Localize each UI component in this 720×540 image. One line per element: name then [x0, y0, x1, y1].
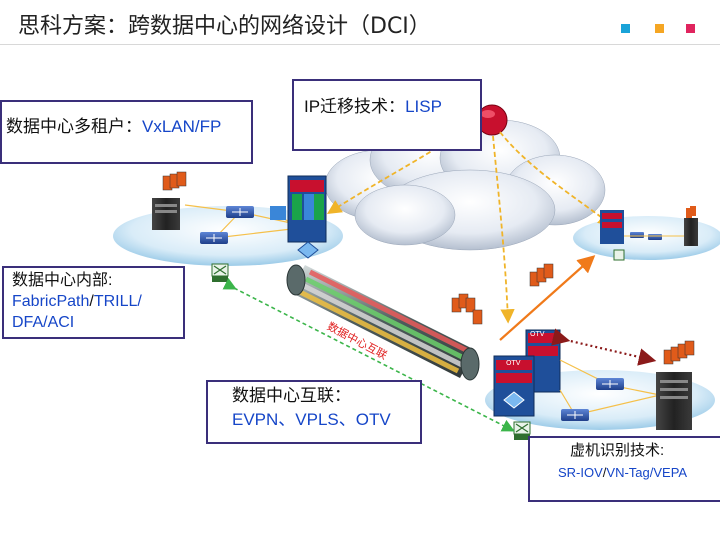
callout-multitenant: 数据中心多租户：VxLAN/FP [0, 100, 253, 164]
callout-inter-dc: 数据中心互联： EVPN、VPLS、OTV [206, 380, 422, 444]
callout-vm-aware-sep: / [602, 465, 607, 480]
right-top-dc [600, 206, 698, 261]
left-access-switch-2 [200, 232, 228, 244]
callout-ip-mobility: IP迁移技术：LISP [292, 79, 482, 151]
callout-intra-dc-fabricpath: FabricPath [12, 293, 90, 310]
callout-intra-dc-dfa-aci: DFA/ACI [12, 314, 75, 331]
callout-intra-dc-trill: TRILL/ [93, 293, 142, 310]
callout-multitenant-label: 数据中心多租户： [6, 117, 142, 136]
bottom-fabricpath-switch-icon [513, 421, 531, 440]
lisp-router-icon [476, 104, 508, 136]
lisp-arrow-left [326, 121, 479, 214]
left-fabricpath-switch-icon [211, 263, 229, 282]
title-divider [0, 44, 720, 45]
otv-label-1: OTV [530, 330, 545, 338]
callout-intra-dc: 数据中心内部: FabricPath/TRILL/ DFA/ACI [2, 266, 185, 339]
callout-intra-dc-label: 数据中心内部: [12, 272, 113, 289]
intra-to-inter-dc-arrow [222, 277, 515, 432]
page-title: 思科方案：跨数据中心的网络设计（DCI） [18, 14, 431, 39]
left-core-chassis-icon [270, 175, 327, 259]
vm-move-arrow [499, 255, 596, 341]
callout-inter-dc-label: 数据中心互联： [232, 386, 351, 405]
vm-stack-migrating-2 [451, 293, 483, 325]
left-server-icon [152, 171, 187, 230]
callout-inter-dc-tech: EVPN、VPLS、OTV [232, 410, 391, 429]
header-dot-blue [621, 24, 630, 33]
callout-ip-mobility-tech: LISP [405, 97, 442, 116]
callout-vm-aware-vntag: VN-Tag/VEPA [606, 465, 688, 480]
vm-aware-arrow [551, 328, 657, 366]
lisp-arrow-right [499, 131, 613, 227]
vm-stack-migrating-1 [529, 263, 554, 287]
callout-vm-aware-label: 虚机识别技术: [570, 442, 665, 459]
bottom-access-switch-2 [561, 409, 589, 421]
bottom-right-server-icon [656, 340, 695, 430]
callout-multitenant-tech: VxLAN/FP [142, 117, 222, 136]
callout-vm-aware-sriov: SR-IOV [558, 465, 603, 480]
left-access-switch-1 [226, 206, 254, 218]
callout-ip-mobility-label: IP迁移技术： [304, 97, 406, 116]
callout-vm-aware: 虚机识别技术: SR-IOV/VN-Tag/VEPA [528, 436, 720, 502]
otv-label-2: OTV [506, 359, 521, 367]
callout-intra-dc-sep: / [89, 293, 94, 310]
dci-tunnel-cable [286, 264, 480, 381]
header-dot-yellow [655, 24, 664, 33]
header-dot-pink [686, 24, 695, 33]
bottom-access-switch-1 [596, 378, 624, 390]
